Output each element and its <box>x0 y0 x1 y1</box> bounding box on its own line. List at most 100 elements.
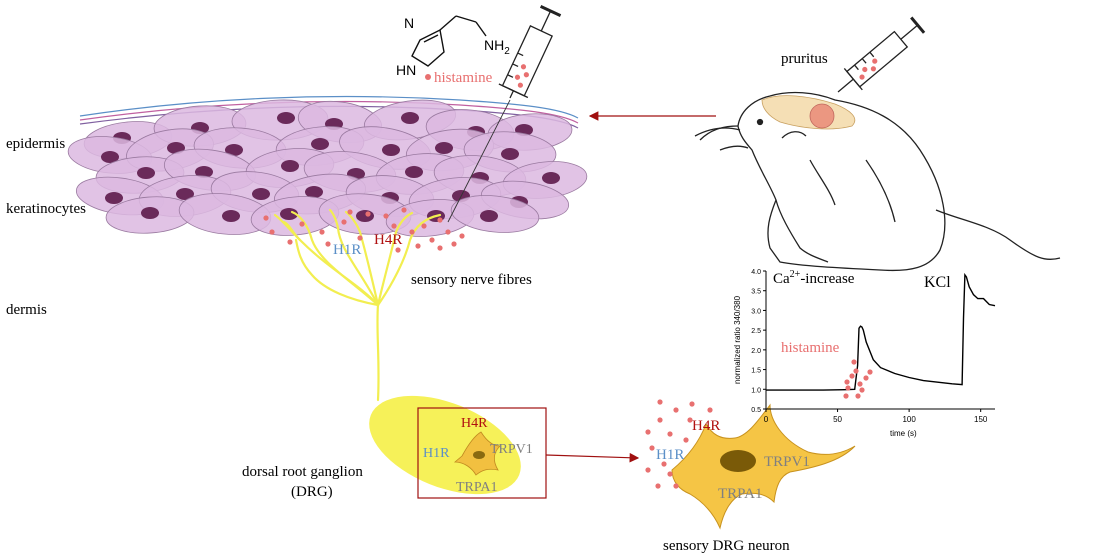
histamine-dot <box>263 215 269 221</box>
label-drg-line1: dorsal root ganglion <box>242 464 363 480</box>
keratinocyte-layer <box>67 99 588 237</box>
histamine-dots-neuron <box>645 399 713 489</box>
chart-x-tick-label: 0 <box>764 415 769 424</box>
chart-y-tick-label: 0.5 <box>751 407 761 414</box>
histamine-dot <box>357 235 363 241</box>
chart-y-tick-label: 2.5 <box>751 328 761 335</box>
histamine-dot <box>667 471 673 477</box>
histamine-dot <box>451 241 457 247</box>
keratinocyte-nucleus <box>225 144 243 156</box>
keratinocyte-nucleus <box>277 112 295 124</box>
chart-y-tick-label: 3.0 <box>751 308 761 315</box>
chart-histamine-dot <box>844 379 850 385</box>
label-pruritus: pruritus <box>781 51 828 67</box>
histamine-dot <box>657 417 663 423</box>
chart-histamine-dot <box>859 387 865 393</box>
chart-histamine-dot <box>857 381 863 387</box>
receptor-trpv1-drg: TRPV1 <box>490 442 533 457</box>
receptor-h4r-drg: H4R <box>461 416 488 431</box>
keratinocyte-nucleus <box>305 186 323 198</box>
chart-histamine-dot <box>843 393 849 399</box>
receptor-h4r-neuron: H4R <box>692 418 720 434</box>
label-drg-line2: (DRG) <box>291 484 333 500</box>
histamine-dot <box>391 223 397 229</box>
keratinocyte-nucleus <box>401 112 419 124</box>
histamine-dot <box>649 445 655 451</box>
chart-histamine-dot <box>867 369 873 375</box>
receptor-trpa1-neuron: TRPA1 <box>718 486 762 502</box>
chart-title-suffix: -increase <box>800 271 854 287</box>
chart-histamine-dot <box>845 385 851 391</box>
chart-histamine-label: histamine <box>781 340 840 356</box>
syringe-left-icon <box>498 4 562 99</box>
label-histamine-top: histamine <box>434 70 493 86</box>
histamine-dot <box>341 219 347 225</box>
histamine-dots-skin <box>263 207 465 253</box>
keratinocyte-nucleus <box>137 167 155 179</box>
receptor-h1r-neuron: H1R <box>656 447 684 463</box>
histamine-dot <box>395 247 401 253</box>
keratinocyte-nucleus <box>405 166 423 178</box>
keratinocyte-nucleus <box>252 188 270 200</box>
sensory-nerve-fibres <box>273 208 442 402</box>
receptor-trpv1-neuron: TRPV1 <box>764 454 810 470</box>
molecule-nh2: NH2 <box>484 37 510 57</box>
chart-histamine-dot <box>853 368 859 374</box>
chart-title-sup: 2+ <box>790 269 801 280</box>
histamine-dot <box>415 243 421 249</box>
histamine-dot-top <box>425 74 431 80</box>
histamine-dot <box>325 241 331 247</box>
histamine-dot <box>707 407 713 413</box>
histamine-dot <box>667 431 673 437</box>
histamine-dot <box>269 229 275 235</box>
molecule-hn: HN <box>396 62 416 78</box>
chart-series-line <box>766 272 996 391</box>
keratinocyte-nucleus <box>222 210 240 222</box>
chart-histamine-dot <box>855 393 861 399</box>
chart-y-tick-label: 1.0 <box>751 387 761 394</box>
histamine-molecule <box>411 15 487 67</box>
histamine-dot <box>319 229 325 235</box>
chart-title-prefix: Ca <box>773 271 790 287</box>
histamine-dot <box>383 213 389 219</box>
molecule-n: N <box>404 15 414 31</box>
receptor-h1r-skin: H1R <box>333 242 361 258</box>
chart-x-tick-label: 150 <box>974 415 988 424</box>
chart-y-tick-label: 4.0 <box>751 269 761 276</box>
chart-histamine-dot <box>849 373 855 379</box>
histamine-dot <box>429 237 435 243</box>
histamine-dot <box>401 207 407 213</box>
histamine-dot <box>673 407 679 413</box>
small-neuron-nucleus <box>473 451 485 459</box>
histamine-dot <box>421 223 427 229</box>
histamine-dot <box>445 229 451 235</box>
keratinocyte-nucleus <box>382 144 400 156</box>
histamine-dot <box>409 229 415 235</box>
chart-y-tick-label: 3.5 <box>751 289 761 296</box>
keratinocyte-nucleus <box>281 160 299 172</box>
histamine-dot <box>645 467 651 473</box>
chart-histamine-dot <box>863 375 869 381</box>
mouse-illustration <box>694 91 1061 272</box>
label-nerve-fibres: sensory nerve fibres <box>411 272 532 288</box>
histamine-dot <box>687 417 693 423</box>
chart-xlabel: time (s) <box>890 429 917 438</box>
needle-into-skin <box>447 99 511 223</box>
arrow-to-neuron <box>545 452 640 463</box>
histamine-dot <box>347 209 353 215</box>
neuron-nucleus <box>720 450 756 472</box>
histamine-dot <box>459 233 465 239</box>
chart-title: Ca2+-increase <box>773 269 855 287</box>
histamine-dot <box>437 245 443 251</box>
keratinocyte-nucleus <box>280 208 298 220</box>
chart-ylabel: normalized ratio 340/380 <box>733 295 742 384</box>
keratinocyte-nucleus <box>435 142 453 154</box>
chart-y-tick-label: 2.0 <box>751 348 761 355</box>
histamine-dot <box>683 437 689 443</box>
receptor-trpa1-drg: TRPA1 <box>456 480 498 495</box>
histamine-dot <box>365 211 371 217</box>
keratinocyte-nucleus <box>141 207 159 219</box>
chart-x-tick-label: 50 <box>833 415 842 424</box>
chart-histamine-dot <box>851 359 857 365</box>
